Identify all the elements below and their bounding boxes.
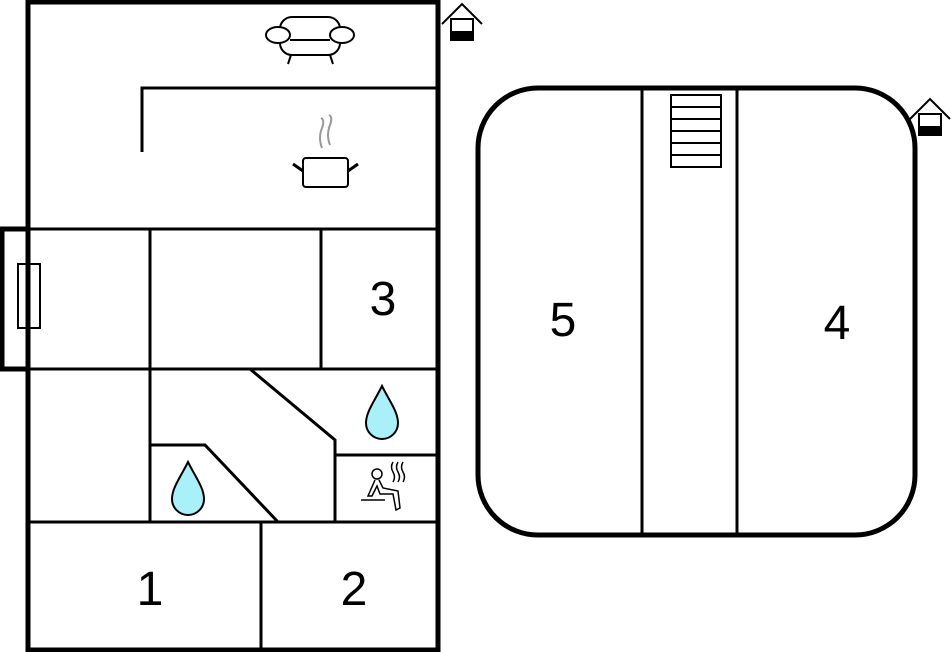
- wall: [150, 443, 280, 524]
- room-label-4: 4: [824, 297, 851, 350]
- wall: [249, 367, 337, 522]
- sofa-icon: [265, 16, 355, 65]
- kitchen-pot-icon: [292, 114, 359, 188]
- water-drop-icon: [170, 459, 206, 516]
- entrance-icon: [441, 2, 483, 41]
- window: [17, 263, 41, 329]
- kitchen-partition: [140, 86, 438, 152]
- water-drop-icon: [364, 383, 400, 440]
- room-label-1: 1: [137, 563, 164, 616]
- bay-window: [0, 226, 28, 372]
- room-label-5: 5: [550, 294, 577, 347]
- annex-building-outline: [475, 85, 918, 538]
- room-label-2: 2: [341, 563, 368, 616]
- main-building-outline: [25, 0, 441, 652]
- room-label-3: 3: [370, 273, 397, 326]
- sauna-icon: [361, 461, 406, 512]
- stairs-icon: [670, 94, 722, 168]
- entrance-icon: [909, 97, 951, 136]
